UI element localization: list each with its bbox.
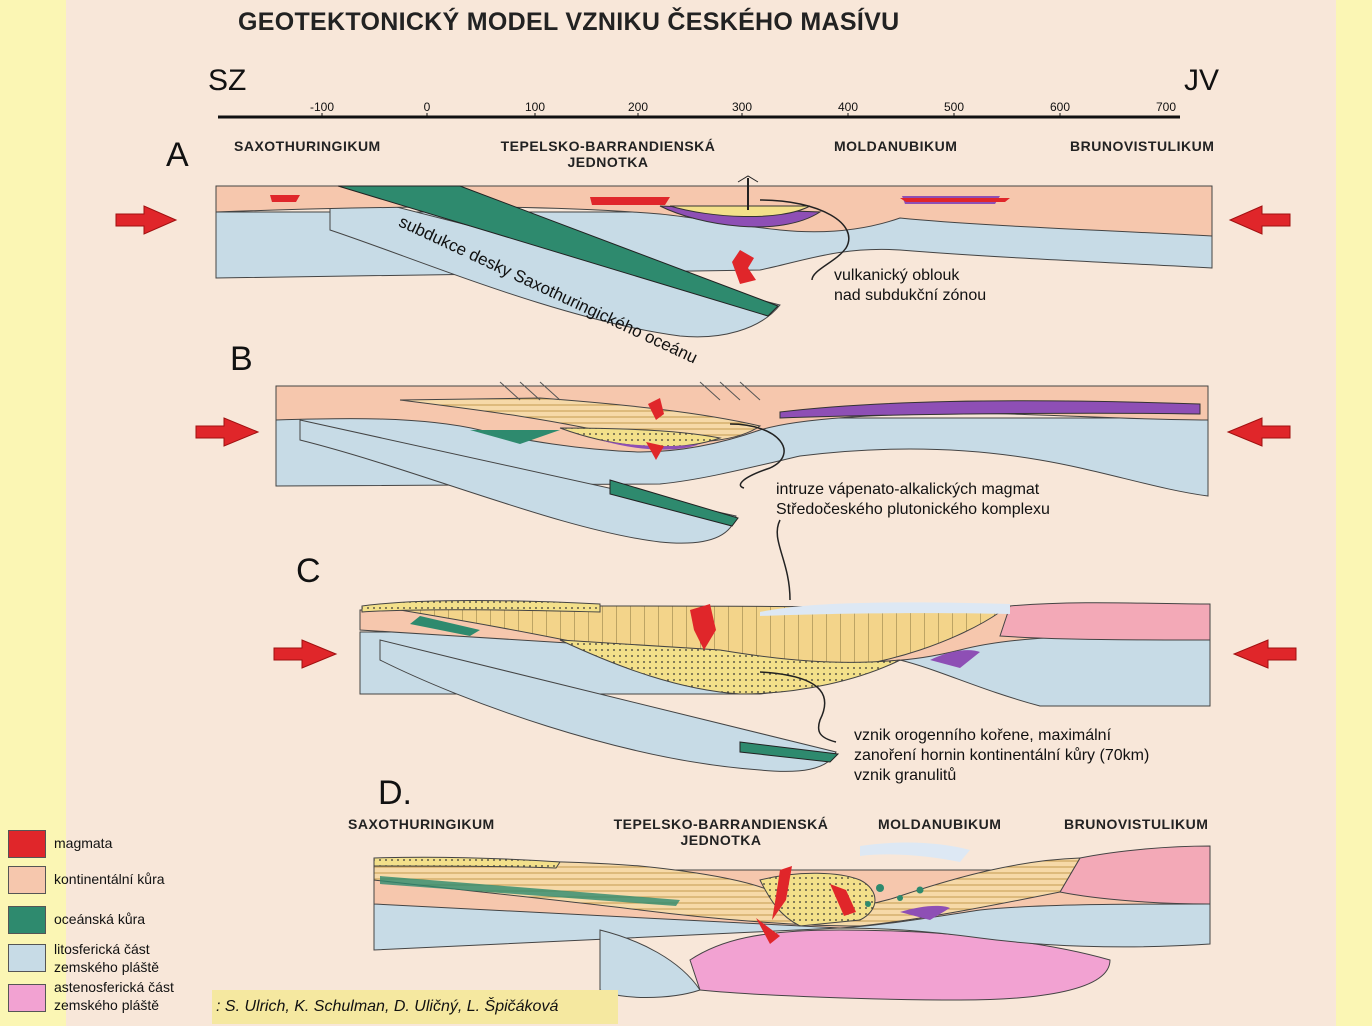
compression-arrow-right — [1232, 639, 1297, 669]
legend-swatch — [8, 866, 46, 894]
region-label-moldanubikum: MOLDANUBIKUM — [878, 816, 1002, 832]
stage-label-c: C — [296, 552, 321, 590]
legend-swatch — [8, 830, 46, 858]
legend-label: magmata — [54, 835, 113, 851]
credit-line: : S. Ulrich, K. Schulman, D. Uličný, L. … — [212, 990, 618, 1024]
scale-tick-label: 700 — [1155, 100, 1177, 114]
compression-arrow-right — [1228, 205, 1291, 235]
section-d — [373, 842, 1211, 1001]
scale-tick-label: 100 — [524, 100, 546, 114]
legend-label: kontinentální kůra — [54, 871, 165, 887]
compression-arrow-right — [1226, 417, 1291, 447]
compression-arrow-left — [115, 205, 178, 235]
scale-tick-label: 500 — [943, 100, 965, 114]
compression-arrow-left — [273, 639, 338, 669]
scale-tick-label: 200 — [627, 100, 649, 114]
page-title: GEOTEKTONICKÝ MODEL VZNIKU ČESKÉHO MASÍV… — [238, 8, 900, 36]
legend-swatch — [8, 984, 46, 1012]
direction-right-label: JV — [1184, 64, 1220, 97]
scale-tick-label: 300 — [731, 100, 753, 114]
scale-bar — [218, 113, 1180, 119]
section-a — [115, 175, 1291, 338]
stage-label-d: D. — [378, 774, 412, 812]
region-label-brunovistulikum: BRUNOVISTULIKUM — [1070, 138, 1215, 154]
section-c — [273, 519, 1297, 772]
legend-swatch — [8, 944, 46, 972]
direction-left-label: SZ — [208, 64, 247, 97]
scale-tick-label: 600 — [1049, 100, 1071, 114]
scale-tick-label: -100 — [309, 100, 335, 114]
compression-arrow-left — [195, 417, 260, 447]
scale-tick-label: 400 — [837, 100, 859, 114]
region-label-saxothuringikum: SAXOTHURINGIKUM — [234, 138, 381, 154]
legend-label: oceánská kůra — [54, 911, 146, 927]
legend-swatch — [8, 906, 46, 934]
region-label-saxothuringikum: SAXOTHURINGIKUM — [348, 816, 495, 832]
scale-tick-label: 0 — [423, 100, 431, 114]
section-b — [195, 381, 1291, 544]
stage-label-b: B — [230, 340, 253, 378]
region-label-brunovistulikum: BRUNOVISTULIKUM — [1064, 816, 1209, 832]
region-label-moldanubikum: MOLDANUBIKUM — [834, 138, 958, 154]
stage-label-a: A — [166, 136, 189, 174]
